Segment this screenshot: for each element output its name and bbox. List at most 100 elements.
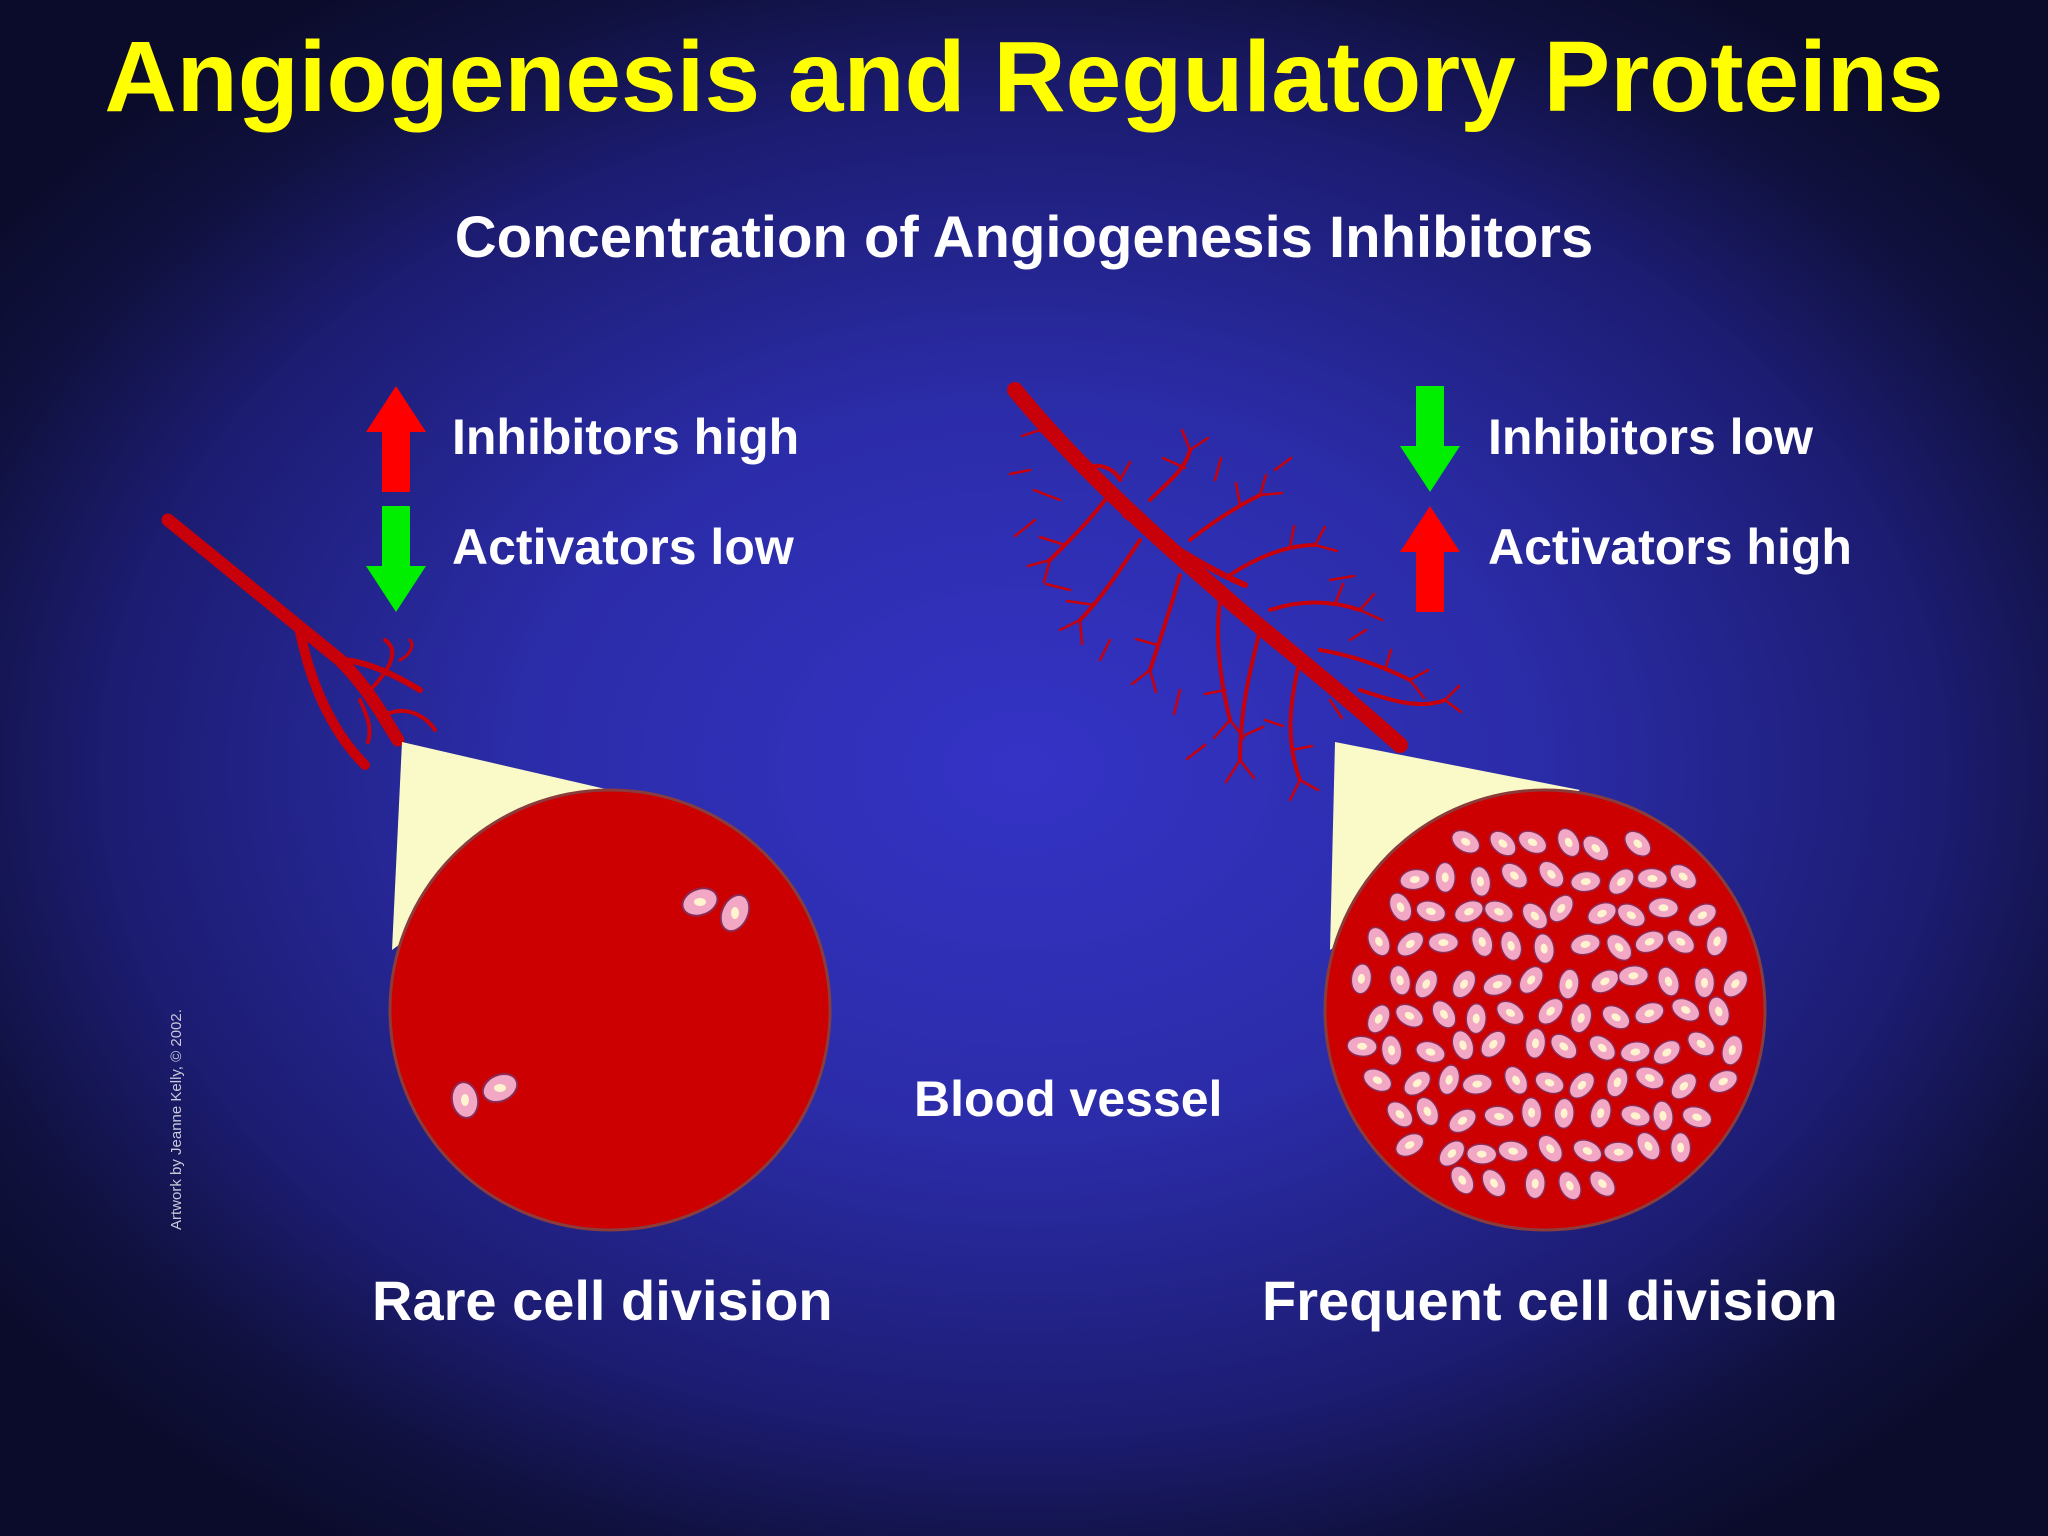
cell-nucleus xyxy=(1718,1077,1728,1086)
left-activators-label: Activators low xyxy=(452,519,794,575)
cell-nucleus xyxy=(1388,1045,1396,1056)
cell-nucleus xyxy=(1461,837,1471,846)
cell-nucleus xyxy=(1577,1013,1585,1023)
cell-nucleus xyxy=(1527,838,1538,847)
left-inhibitors-label: Inhibitors high xyxy=(452,409,800,465)
cell-nucleus xyxy=(1404,1011,1415,1020)
artwork-credit: Artwork by Jeanne Kelly, © 2002. xyxy=(168,1009,185,1230)
cell-nucleus xyxy=(1510,871,1519,880)
cell-nucleus xyxy=(1478,937,1486,947)
cell-nucleus xyxy=(1560,1108,1568,1119)
cell-nucleus xyxy=(1658,904,1669,912)
cell-nucleus xyxy=(1530,911,1540,921)
cell-nucleus xyxy=(1531,1178,1539,1189)
cell-nucleus xyxy=(1547,869,1556,879)
cell-nucleus xyxy=(1546,1006,1555,1016)
cell-nucleus xyxy=(1375,936,1383,947)
cell-nucleus xyxy=(1527,975,1536,985)
cell-nucleus xyxy=(1459,1040,1467,1051)
cell-nucleus xyxy=(1597,1108,1605,1119)
cell-nucleus xyxy=(1697,911,1708,920)
cell-nucleus xyxy=(1476,1150,1487,1158)
cell-nucleus xyxy=(1472,1080,1483,1088)
cell-nucleus xyxy=(1676,937,1686,946)
cell-nucleus xyxy=(1508,1147,1519,1155)
cell-nucleus xyxy=(1564,837,1573,848)
cell-nucleus xyxy=(1645,1074,1655,1082)
blood-vessel-label: Blood vessel xyxy=(914,1071,1223,1127)
cell-nucleus xyxy=(1681,1005,1691,1014)
cell-nucleus xyxy=(1597,909,1607,918)
cell-nucleus xyxy=(1565,979,1573,990)
cell-nucleus xyxy=(1591,844,1601,853)
cell-nucleus xyxy=(1447,1149,1457,1158)
cell-nucleus xyxy=(1357,973,1365,984)
cell-nucleus xyxy=(1677,1142,1685,1153)
cell-nucleus xyxy=(1600,977,1610,986)
cell-nucleus xyxy=(1580,940,1591,948)
cell-nucleus xyxy=(1425,1048,1436,1056)
cell-nucleus xyxy=(1498,839,1508,848)
cell-nucleus xyxy=(1728,1045,1736,1056)
cell-nucleus xyxy=(1457,1116,1468,1125)
cell-nucleus xyxy=(1512,1075,1521,1085)
cell-nucleus xyxy=(1614,943,1624,952)
cell-nucleus xyxy=(1626,911,1636,920)
cell-nucleus xyxy=(1409,875,1420,884)
cell-nucleus xyxy=(1528,1107,1536,1118)
right-dividing-cells xyxy=(1346,827,1749,1201)
cell-nucleus xyxy=(1662,1048,1672,1057)
cell-nucleus xyxy=(1374,1014,1383,1024)
cell-nucleus xyxy=(1439,1009,1449,1019)
cell-nucleus xyxy=(1441,872,1449,883)
left-caption: Rare cell division xyxy=(372,1269,833,1332)
cell-nucleus xyxy=(1598,1179,1607,1188)
cell-nucleus xyxy=(1460,979,1468,989)
cell-nucleus xyxy=(1580,878,1591,886)
cell-nucleus xyxy=(1647,874,1658,883)
cell-nucleus xyxy=(1559,1042,1569,1051)
cell-nucleus xyxy=(1611,1013,1621,1022)
cell-nucleus xyxy=(1613,1148,1624,1156)
cell-nucleus xyxy=(1396,902,1405,912)
right-activators-label: Activators high xyxy=(1488,519,1852,575)
cell-nucleus xyxy=(1630,1112,1641,1120)
cell-nucleus xyxy=(1597,1043,1607,1053)
cell-nucleus xyxy=(1644,1141,1653,1151)
cell-nucleus xyxy=(1405,939,1415,949)
cell-nucleus xyxy=(1544,1078,1555,1087)
page-title: Angiogenesis and Regulatory Proteins xyxy=(104,21,1944,133)
cell-nucleus xyxy=(1423,1106,1432,1117)
cell-nucleus xyxy=(1412,1079,1422,1088)
arrow-up-red-icon xyxy=(1400,506,1460,612)
cell-nucleus xyxy=(1679,1081,1689,1091)
cell-nucleus xyxy=(1458,1175,1467,1185)
cell-nucleus xyxy=(1438,939,1449,947)
arrow-up-red-icon xyxy=(366,386,426,492)
cell-nucleus xyxy=(1613,1077,1621,1088)
cell-nucleus xyxy=(1644,1009,1655,1017)
left-tissue-circle xyxy=(388,788,832,1232)
cell-nucleus xyxy=(1395,1110,1405,1119)
right-caption: Frequent cell division xyxy=(1262,1269,1838,1332)
diagram-subtitle: Concentration of Angiogenesis Inhibitors xyxy=(454,205,1594,270)
cell-nucleus xyxy=(1464,907,1474,916)
cell-nucleus xyxy=(1425,907,1436,916)
cell-nucleus xyxy=(1582,1147,1593,1155)
cell-nucleus xyxy=(1628,972,1639,980)
cell-nucleus xyxy=(1557,903,1566,914)
cell-nucleus xyxy=(1357,1042,1368,1050)
cell-nucleus xyxy=(1701,977,1708,988)
cell-nucleus xyxy=(1489,1039,1498,1049)
cell-nucleus xyxy=(1489,1178,1499,1188)
left-blood-vessel xyxy=(161,513,437,770)
cell-nucleus xyxy=(1692,1113,1702,1121)
cell-nucleus xyxy=(1731,979,1740,989)
cell-nucleus xyxy=(1566,1180,1574,1191)
cell-nucleus xyxy=(1494,907,1504,916)
cell-nucleus xyxy=(1713,936,1721,947)
cell-nucleus xyxy=(1696,1039,1706,1049)
cell-nucleus xyxy=(1494,1112,1505,1120)
